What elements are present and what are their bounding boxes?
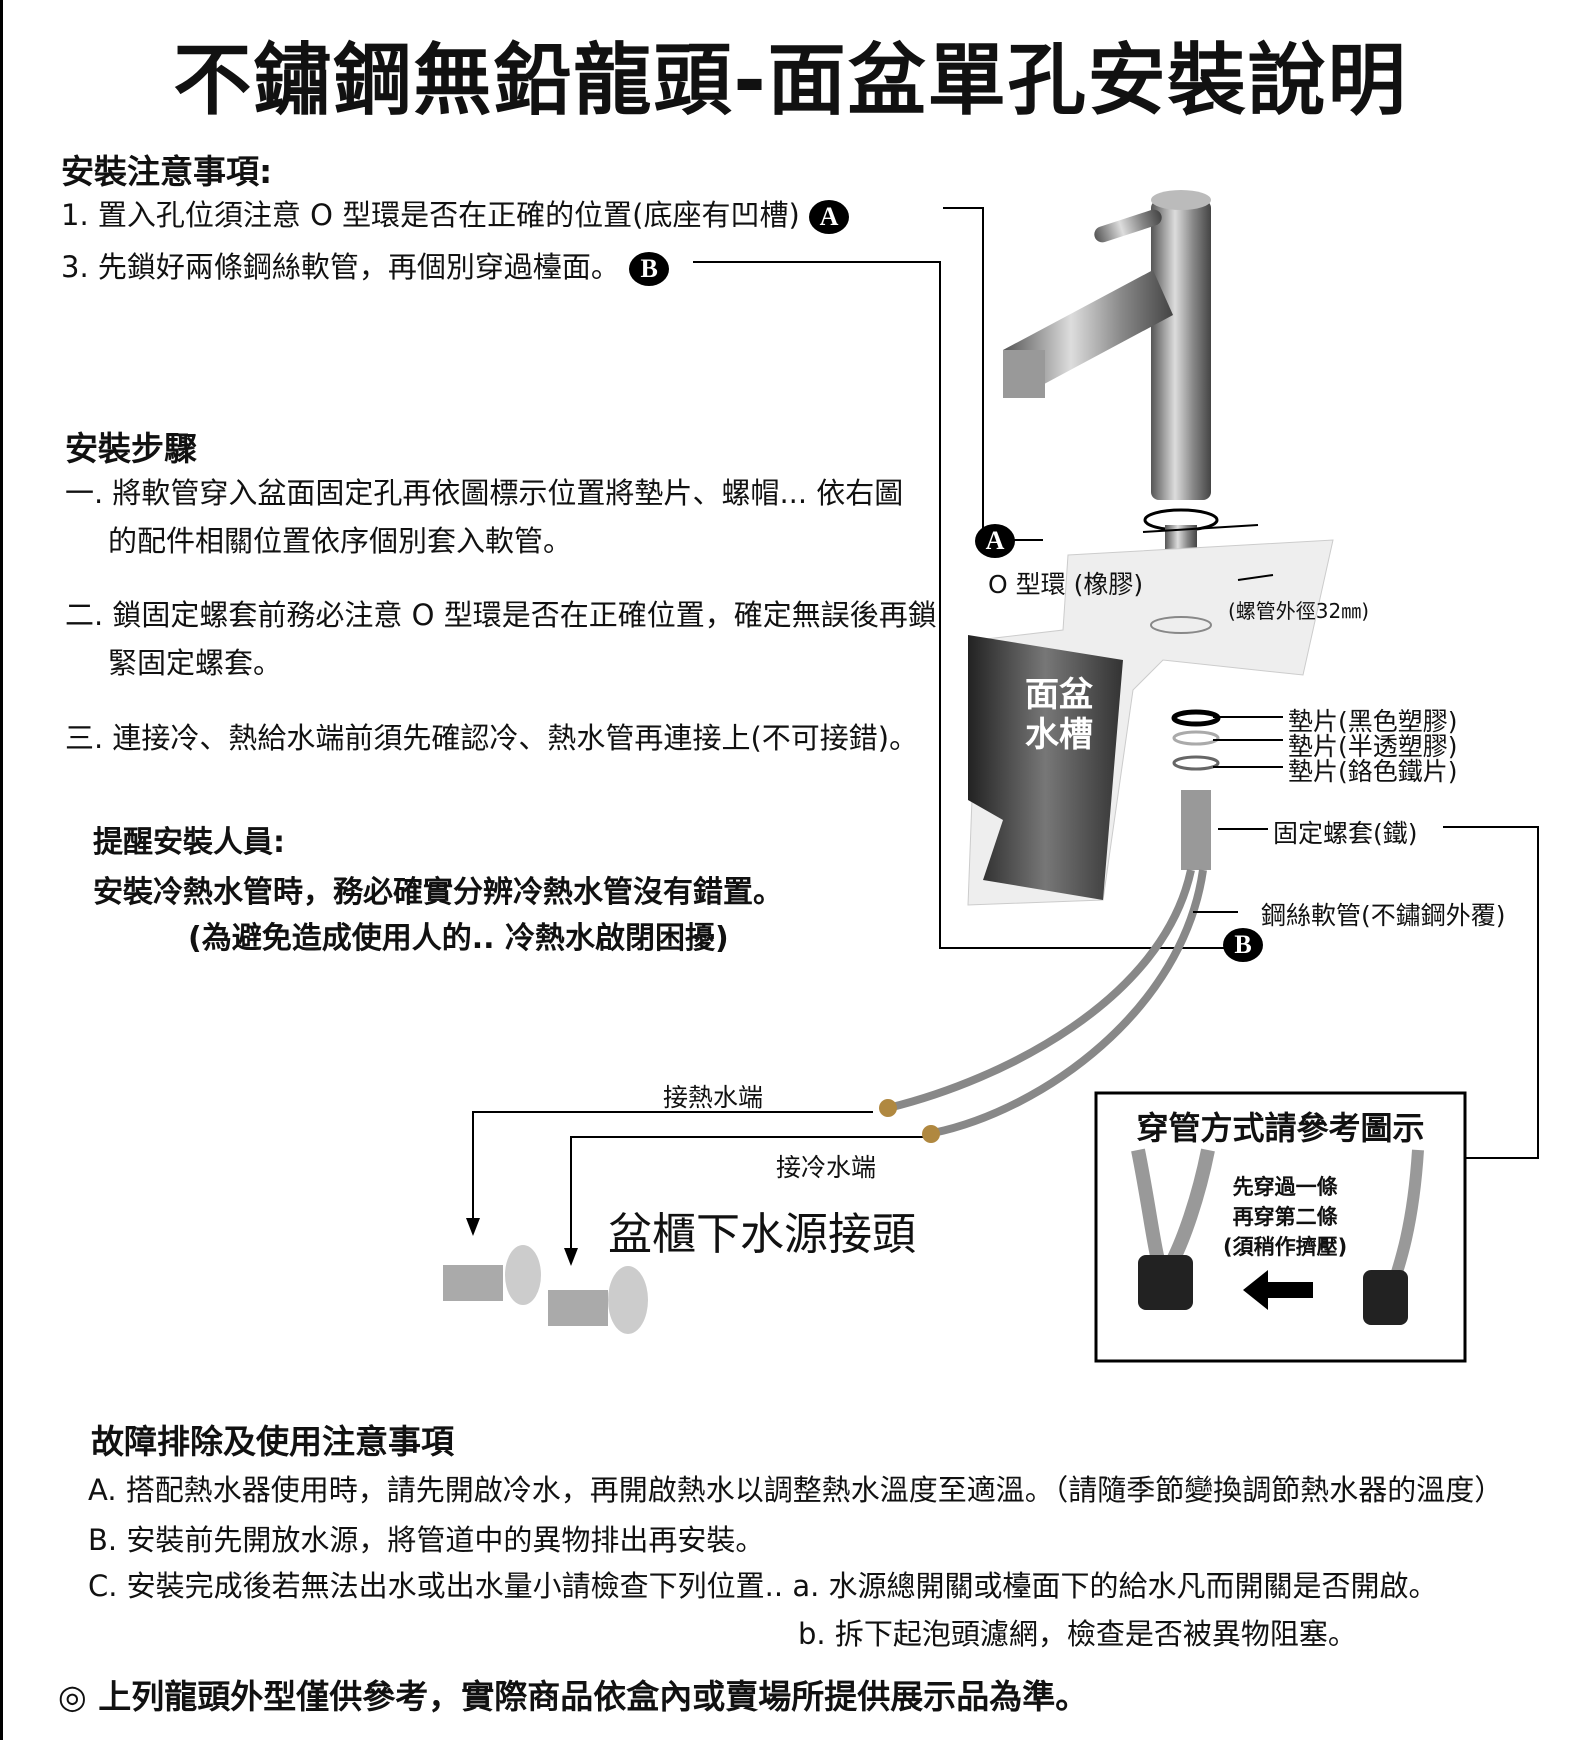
troubleshoot-heading: 故障排除及使用注意事項 (91, 1422, 454, 1461)
step-item: 緊固定螺套。 (108, 646, 283, 680)
washer-black-label: 墊片(黑色塑膠) (1288, 707, 1458, 736)
step-item: 的配件相關位置依序個別套入軟管。 (108, 524, 573, 558)
threading-line: 先穿過一條 (1232, 1175, 1338, 1199)
sink-label-line: 面盆 (1025, 675, 1093, 715)
valve-label: 盆櫃下水源接頭 (608, 1209, 916, 1260)
reminder-note: (為避免造成使用人的.. 冷熱水啟閉困擾) (188, 921, 729, 956)
step-item: 二. 鎖固定螺套前務必注意 O 型環是否在正確位置，確定無誤後再鎖 (65, 598, 937, 632)
note-item: 1. 置入孔位須注意 O 型環是否在正確的位置(底座有凹槽) A (61, 192, 849, 234)
note-text: 3. 先鎖好兩條鋼絲軟管，再個別穿過檯面。 (61, 250, 620, 284)
troubleshoot-item: b. 拆下起泡頭濾網，檢查是否被異物阻塞。 (798, 1617, 1357, 1651)
left-arrow-icon (1243, 1270, 1313, 1310)
hose-label: 鋼絲軟管(不鏽鋼外覆) (1261, 901, 1506, 930)
sink-label-line: 水槽 (1025, 715, 1093, 755)
notes-heading: 安裝注意事項: (61, 152, 273, 191)
troubleshoot-item: C. 安裝完成後若無法出水或出水量小請檢查下列位置.. a. 水源總開關或檯面下… (88, 1569, 1438, 1603)
sink-image (967, 539, 1334, 906)
threading-line: 再穿第二條 (1232, 1205, 1338, 1229)
threading-line: (須稍作擠壓) (1223, 1235, 1348, 1259)
threading-title: 穿管方式請參考圖示 (1136, 1109, 1425, 1147)
hot-water-label: 接熱水端 (663, 1083, 764, 1112)
note-text: 1. 置入孔位須注意 O 型環是否在正確的位置(底座有凹槽) (61, 198, 800, 232)
badge-b: B (629, 252, 670, 286)
footer-disclaimer: ◎ 上列龍頭外型僅供參考，實際商品依盒內或賣場所提供展示品為準。 (58, 1677, 1089, 1716)
troubleshoot-item: A. 搭配熱水器使用時，請先開啟冷水，再開啟熱水以調整熱水溫度至適溫。（請隨季節… (88, 1473, 1504, 1507)
threading-instructions: 先穿過一條 再穿第二條 (須稍作擠壓) (1223, 1172, 1347, 1262)
leader-line-hot (472, 1111, 873, 1220)
nut-label: 固定螺套(鐵) (1273, 819, 1418, 848)
threading-box (1094, 1091, 1467, 1363)
o-ring-label: O 型環 (橡膠) (988, 570, 1144, 599)
step-item: 三. 連接冷、熱給水端前須先確認冷、熱水管再連接上(不可接錯)。 (65, 721, 919, 755)
reminder-heading: 提醒安裝人員: (93, 825, 285, 860)
troubleshoot-item: B. 安裝前先開放水源，將管道中的異物排出再安裝。 (88, 1523, 765, 1557)
sink-label: 面盆水槽 (1025, 675, 1093, 755)
washer-metal-label: 墊片(鉻色鐵片) (1288, 757, 1458, 786)
cold-water-label: 接冷水端 (776, 1153, 877, 1182)
page-title: 不鏽鋼無鉛龍頭-面盆單孔安裝說明 (173, 36, 1408, 126)
badge-a: A (809, 200, 849, 234)
leader-line-threading (1443, 826, 1539, 1159)
threading-photo (1131, 1148, 1424, 1325)
illustration-layer (443, 190, 1539, 1363)
reminder-text: 安裝冷熱水管時，務必確實分辨冷熱水管沒有錯置。 (93, 875, 783, 910)
badge-b-diagram: B (1223, 928, 1263, 962)
step-item: 一. 將軟管穿入盆面固定孔再依圖標示位置將墊片、螺帽... 依右圖 (65, 476, 904, 510)
leader-line-b (693, 261, 1228, 949)
note-item: 3. 先鎖好兩條鋼絲軟管，再個別穿過檯面。 B (61, 244, 670, 286)
badge-a-diagram: A (975, 524, 1015, 558)
pipe-diameter-label: (螺管外徑32㎜) (1228, 599, 1370, 623)
steps-heading: 安裝步驟 (65, 429, 197, 468)
angle-valve-images (443, 1245, 648, 1334)
washer-clear-label: 墊片(半透塑膠) (1288, 732, 1458, 761)
leader-line-cold (570, 1136, 923, 1250)
hose-assembly-image (879, 709, 1221, 1143)
